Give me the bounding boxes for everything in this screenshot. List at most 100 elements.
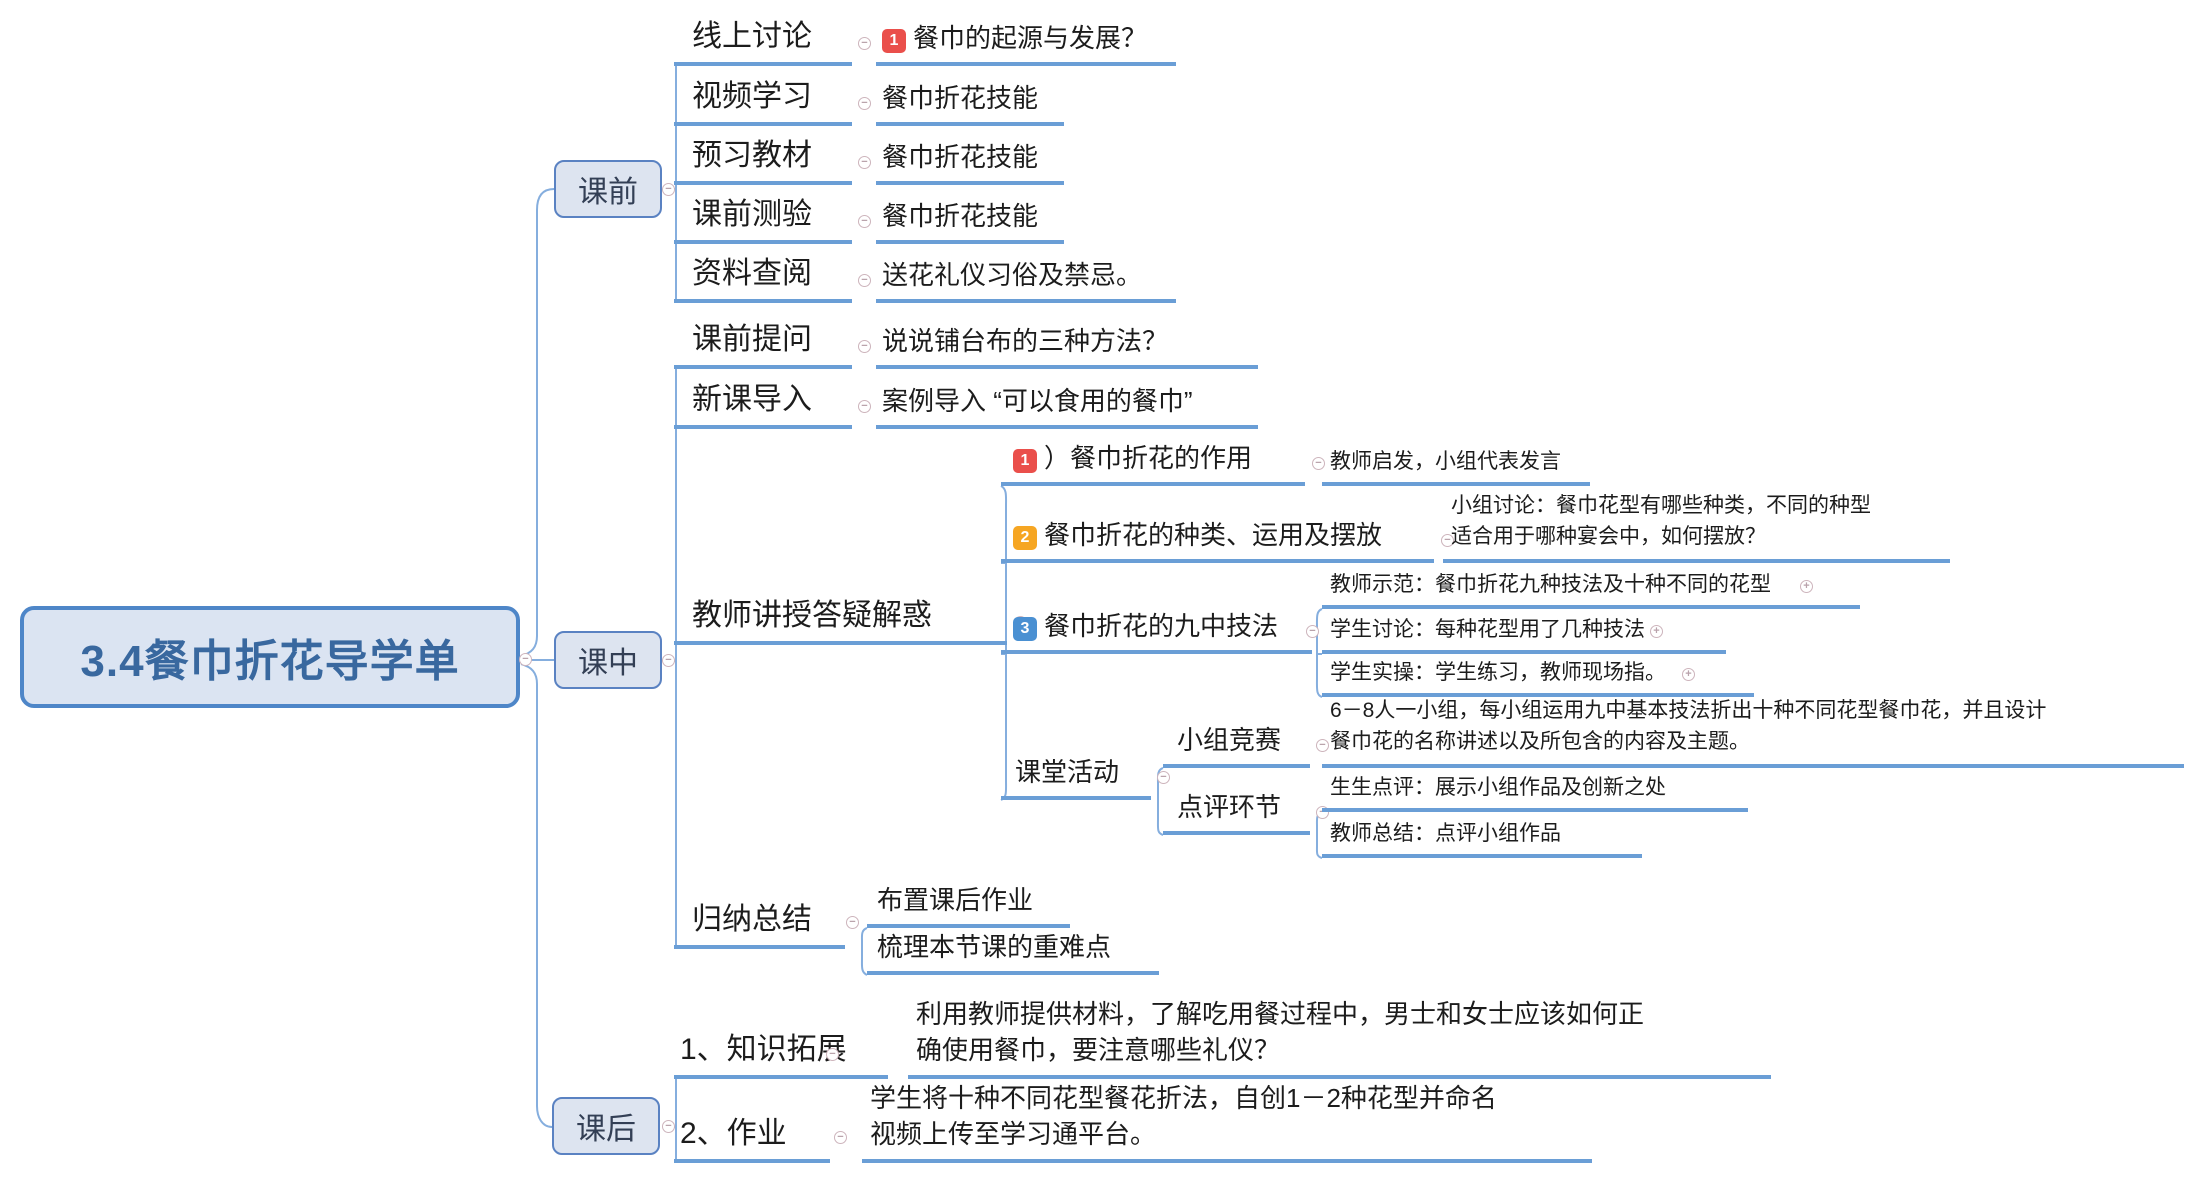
collapse-icon[interactable]: −	[1157, 771, 1170, 784]
note-label: 学生实操：学生练习，教师现场指。	[1330, 661, 1666, 684]
topic-online-discussion[interactable]: 线上讨论	[674, 20, 852, 66]
topic-napkin-types[interactable]: 2 餐巾折花的种类、运用及摆放	[1001, 520, 1434, 563]
topic-label: 餐巾折花的九中技法	[1044, 611, 1279, 641]
topic-homework[interactable]: 2、作业	[674, 1117, 830, 1163]
collapse-icon[interactable]: −	[858, 97, 871, 110]
topic-label: 1、知识拓展	[680, 1033, 847, 1066]
note-label: 送花礼仪习俗及禁忌。	[882, 260, 1143, 290]
collapse-icon[interactable]: −	[662, 1120, 675, 1133]
note-tablecloth-methods[interactable]: 说说铺台布的三种方法？	[876, 326, 1258, 369]
note-label: 学生将十种不同花型餐花折法，自创1－2种花型并命名视频上传至学习通平台。	[870, 1083, 1497, 1149]
topic-preview-textbook[interactable]: 预习教材	[674, 139, 852, 185]
note-teacher-summary[interactable]: 教师总结：点评小组作品	[1322, 820, 1642, 858]
note-assign-homework[interactable]: 布置课后作业	[867, 885, 1070, 928]
note-peer-review[interactable]: 生生点评：展示小组作品及创新之处	[1322, 774, 1748, 812]
note-label: 小组讨论：餐巾花型有哪些种类，不同的种型适合用于哪种宴会中，如何摆放？	[1451, 494, 1871, 548]
topic-label: 教师讲授答疑解惑	[692, 599, 932, 632]
priority-1-icon: 1	[882, 29, 906, 53]
collapse-icon[interactable]: −	[662, 654, 675, 667]
expand-icon[interactable]: +	[1682, 668, 1695, 681]
note-label: 梳理本节课的重难点	[877, 932, 1112, 962]
collapse-icon[interactable]: −	[834, 1131, 847, 1144]
topic-teacher-lecture[interactable]: 教师讲授答疑解惑	[674, 599, 1007, 645]
collapse-icon[interactable]: −	[858, 37, 871, 50]
note-label: 学生讨论：每种花型用了几种技法	[1330, 618, 1645, 641]
note-label: 教师启发，小组代表发言	[1330, 450, 1561, 473]
note-folding-skill-3[interactable]: 餐巾折花技能	[876, 201, 1064, 244]
collapse-icon[interactable]: −	[858, 156, 871, 169]
topic-class-activity[interactable]: 课堂活动	[1001, 757, 1151, 800]
note-label: 布置课后作业	[877, 885, 1034, 915]
topic-video-learning[interactable]: 视频学习	[674, 80, 852, 126]
topic-new-lesson-intro[interactable]: 新课导入	[674, 383, 852, 429]
collapse-icon[interactable]: −	[1312, 457, 1325, 470]
branch-box-pre-class[interactable]: 课前	[554, 160, 662, 218]
topic-review-session[interactable]: 点评环节	[1163, 792, 1310, 835]
topic-label: 课前测验	[692, 198, 812, 231]
note-homework-detail[interactable]: 学生将十种不同花型餐花折法，自创1－2种花型并命名视频上传至学习通平台。	[862, 1081, 1592, 1163]
note-label: 教师总结：点评小组作品	[1330, 822, 1561, 845]
note-label: 餐巾折花技能	[882, 83, 1039, 113]
note-key-points[interactable]: 梳理本节课的重难点	[867, 932, 1159, 975]
topic-pre-class-question[interactable]: 课前提问	[674, 323, 852, 369]
collapse-icon[interactable]: −	[662, 183, 675, 196]
note-group-discussion[interactable]: 小组讨论：餐巾花型有哪些种类，不同的种型适合用于哪种宴会中，如何摆放？	[1443, 491, 1950, 563]
note-teacher-inspire[interactable]: 教师启发，小组代表发言	[1322, 448, 1590, 486]
note-folding-skill-2[interactable]: 餐巾折花技能	[876, 142, 1064, 185]
expand-icon[interactable]: +	[1800, 580, 1813, 593]
priority-1-icon: 1	[1013, 449, 1037, 473]
branch-box-in-class[interactable]: 课中	[554, 631, 662, 689]
topic-group-competition[interactable]: 小组竞赛	[1163, 725, 1310, 768]
expand-icon[interactable]: +	[1650, 625, 1663, 638]
note-label: 案例导入 “可以食用的餐巾”	[882, 386, 1193, 416]
collapse-icon[interactable]: −	[858, 274, 871, 287]
note-case-intro[interactable]: 案例导入 “可以食用的餐巾”	[876, 386, 1258, 429]
note-label: 说说铺台布的三种方法？	[882, 326, 1169, 356]
topic-pre-class-quiz[interactable]: 课前测验	[674, 198, 852, 244]
topic-label: 预习教材	[692, 139, 812, 172]
collapse-icon[interactable]: −	[1306, 625, 1319, 638]
note-expansion-detail[interactable]: 利用教师提供材料，了解吃用餐过程中，男士和女士应该如何正确使用餐巾，要注意哪些礼…	[908, 997, 1771, 1079]
topic-label: 2、作业	[680, 1117, 787, 1150]
collapse-icon[interactable]: −	[1316, 739, 1329, 752]
collapse-icon[interactable]: −	[826, 1048, 839, 1061]
collapse-icon[interactable]: −	[858, 400, 871, 413]
note-competition-detail[interactable]: 6－8人一小组，每小组运用九中基本技法折出十种不同花型餐巾花，并且设计餐巾花的名…	[1322, 696, 2184, 768]
note-teacher-demo[interactable]: 教师示范：餐巾折花九种技法及十种不同的花型	[1322, 571, 1860, 609]
note-flower-etiquette[interactable]: 送花礼仪习俗及禁忌。	[876, 260, 1176, 303]
topic-label: 新课导入	[692, 383, 812, 416]
topic-label: 课前提问	[692, 323, 812, 356]
topic-label: ）餐巾折花的作用	[1044, 443, 1253, 473]
topic-label: 资料查阅	[692, 257, 812, 290]
note-label: 餐巾折花技能	[882, 201, 1039, 231]
note-label: 餐巾的起源与发展？	[913, 23, 1148, 53]
topic-label: 归纳总结	[692, 903, 812, 936]
topic-summary[interactable]: 归纳总结	[674, 903, 845, 949]
root-topic[interactable]: 3.4餐巾折花导学单	[20, 606, 520, 708]
collapse-icon[interactable]: −	[858, 340, 871, 353]
collapse-icon[interactable]: −	[1441, 534, 1454, 547]
note-label: 6－8人一小组，每小组运用九中基本技法折出十种不同花型餐巾花，并且设计餐巾花的名…	[1330, 699, 2047, 753]
topic-material-lookup[interactable]: 资料查阅	[674, 257, 852, 303]
collapse-icon[interactable]: −	[846, 916, 859, 929]
branch-box-after-class[interactable]: 课后	[552, 1097, 660, 1155]
topic-label: 点评环节	[1177, 792, 1282, 822]
note-student-discussion[interactable]: 学生讨论：每种花型用了几种技法	[1322, 616, 1726, 654]
note-napkin-origin[interactable]: 1 餐巾的起源与发展？	[876, 23, 1176, 66]
topic-knowledge-expansion[interactable]: 1、知识拓展	[674, 1033, 888, 1079]
note-student-practice[interactable]: 学生实操：学生练习，教师现场指。	[1322, 659, 1754, 697]
note-folding-skill-1[interactable]: 餐巾折花技能	[876, 83, 1064, 126]
note-label: 餐巾折花技能	[882, 142, 1039, 172]
note-label: 教师示范：餐巾折花九种技法及十种不同的花型	[1330, 573, 1771, 596]
topic-label: 课堂活动	[1015, 757, 1120, 787]
topic-label: 视频学习	[692, 80, 812, 113]
topic-label: 餐巾折花的种类、运用及摆放	[1044, 520, 1383, 550]
note-label: 生生点评：展示小组作品及创新之处	[1330, 776, 1666, 799]
priority-2-icon: 2	[1013, 526, 1037, 550]
topic-napkin-function[interactable]: 1 ）餐巾折花的作用	[1001, 443, 1305, 486]
collapse-icon[interactable]: −	[858, 215, 871, 228]
collapse-icon[interactable]: −	[519, 653, 532, 666]
topic-label: 小组竞赛	[1177, 725, 1282, 755]
